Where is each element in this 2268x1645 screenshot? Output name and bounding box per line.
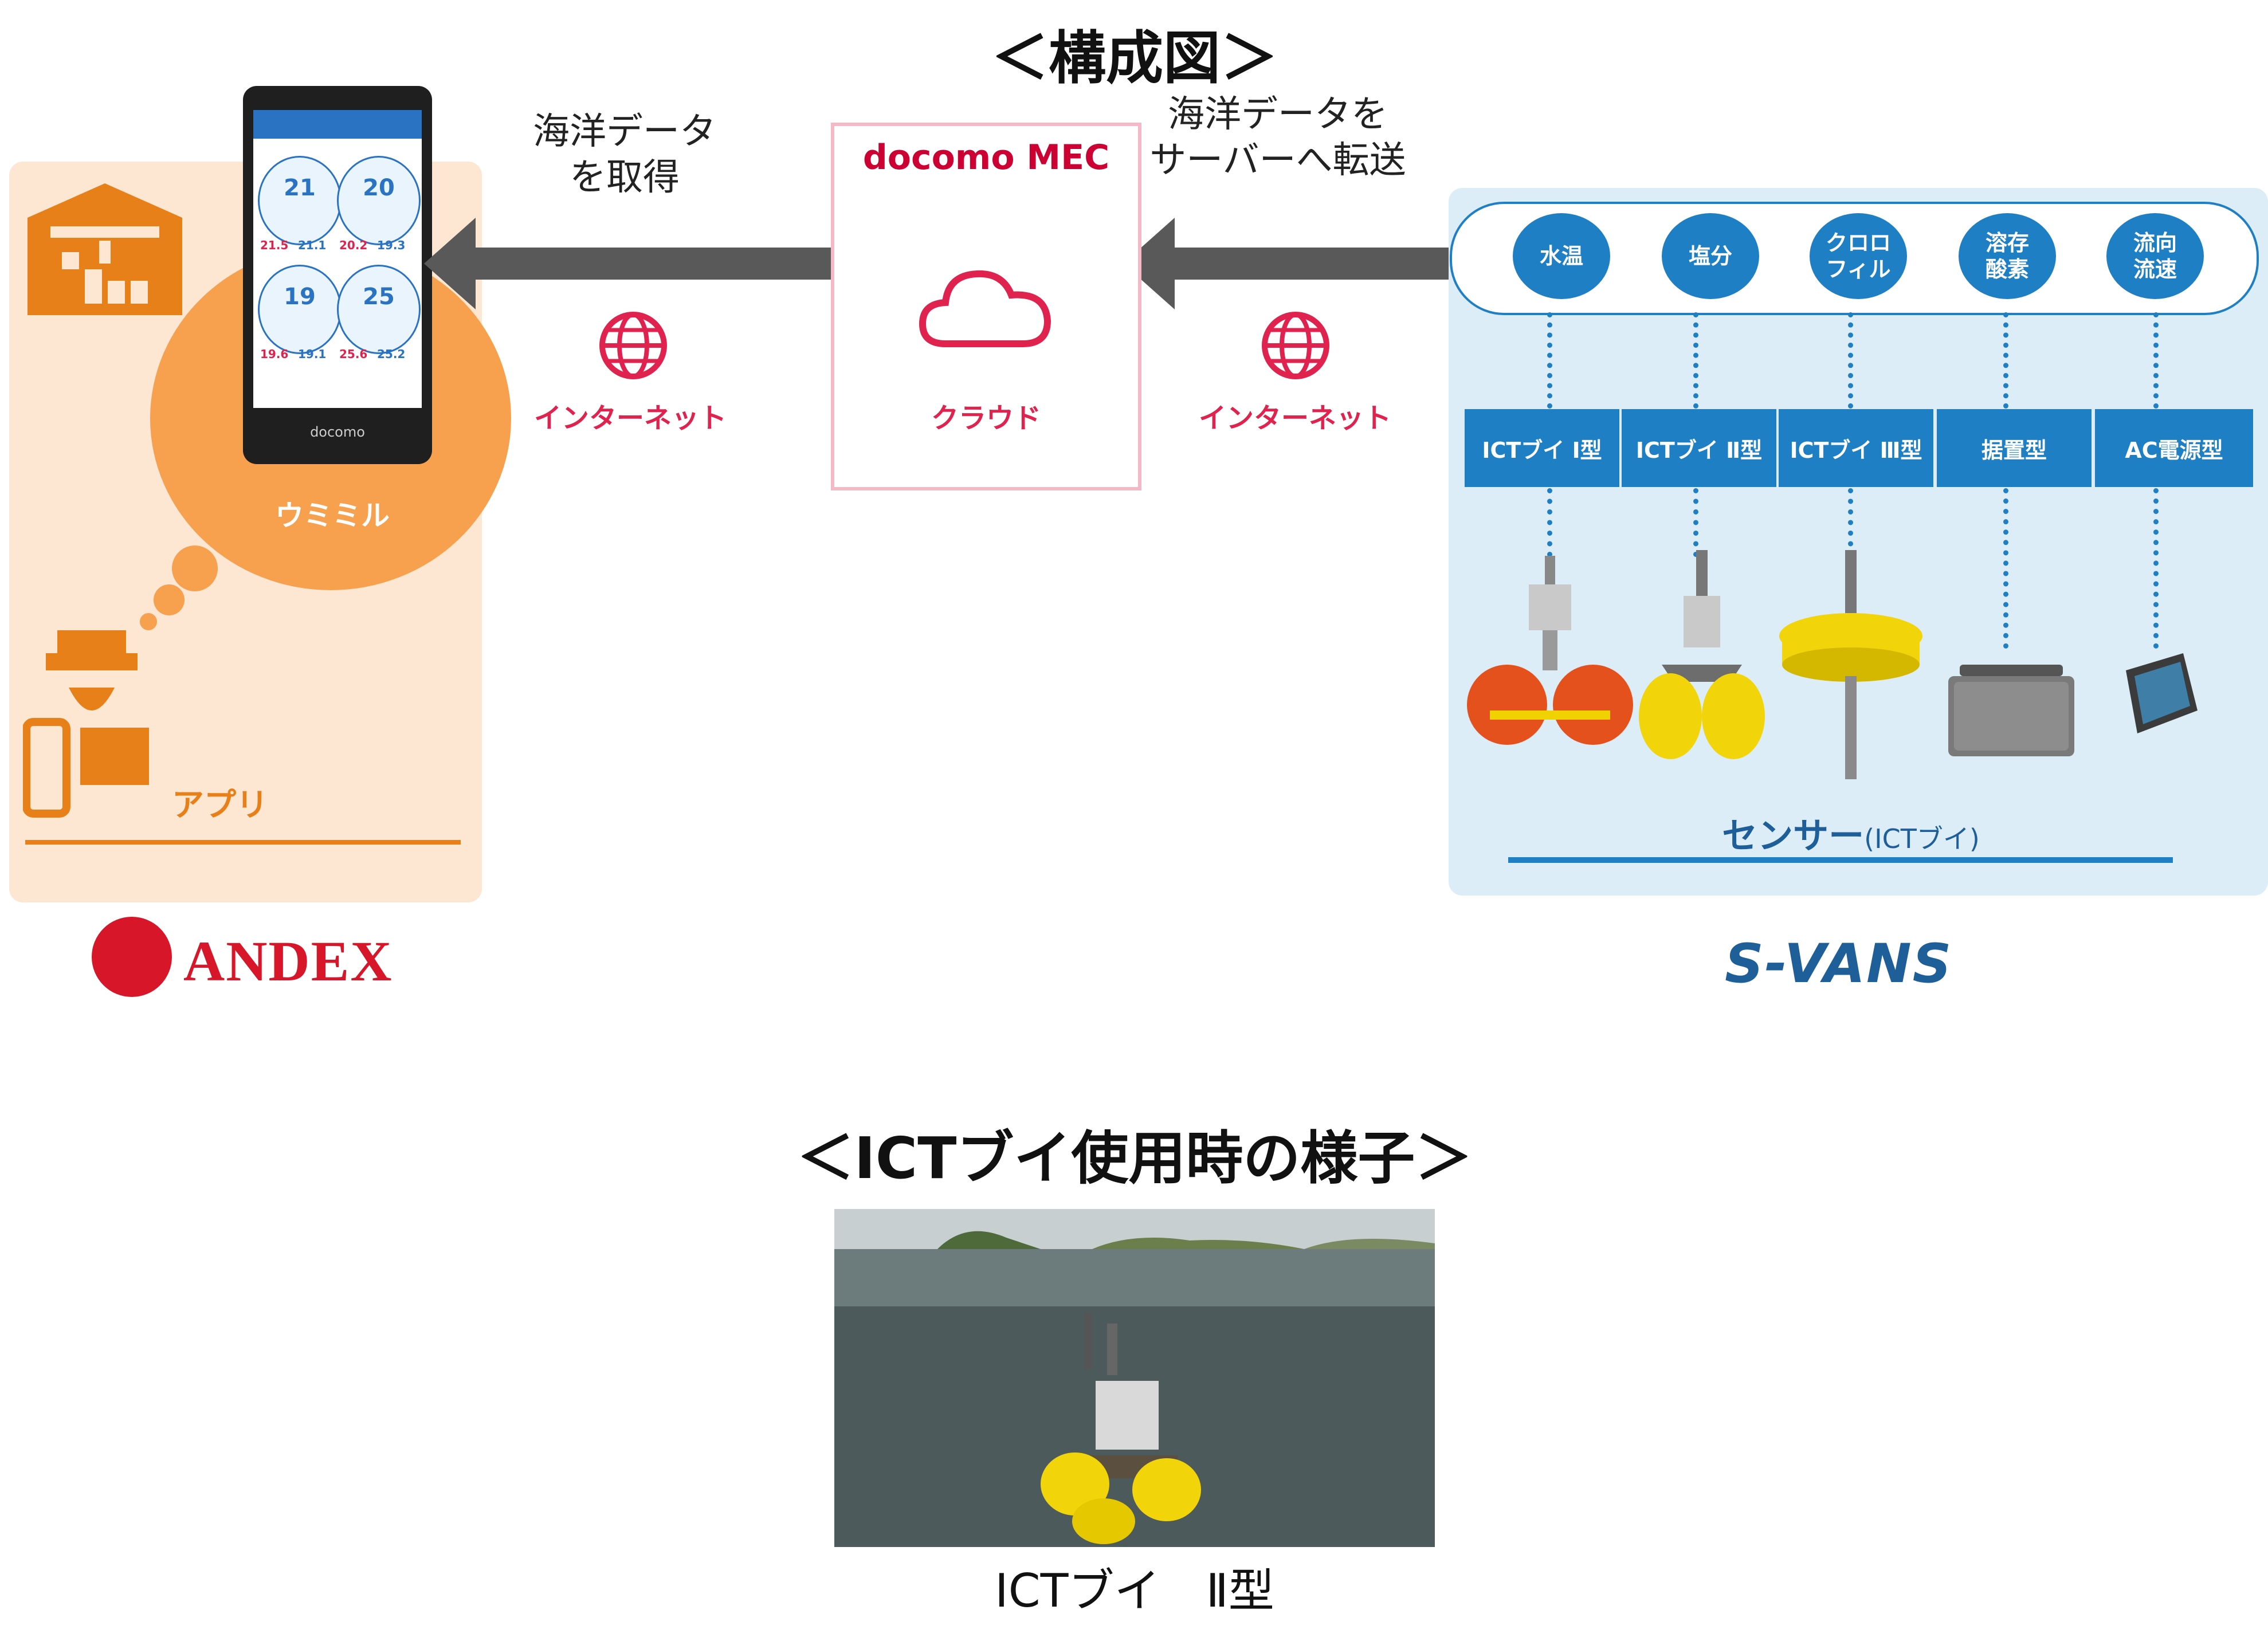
thought-dot-small (140, 613, 157, 630)
connector-2-top (1693, 312, 1698, 409)
buoy-type3-image (1779, 550, 1922, 779)
stationary-case-image (1948, 665, 2074, 756)
factory-icon (28, 183, 182, 315)
sensor-underline (1508, 857, 2173, 863)
docomo-mec-logo: docomo MEC (862, 138, 1110, 178)
thought-dot-medium (154, 584, 185, 615)
buoy-type2-image (1639, 550, 1765, 759)
reading-card-1: 21 (258, 156, 342, 245)
phone-brand: docomo (310, 424, 365, 440)
phone-screen: 21 20 21.5 21.1 20.2 19.3 19 25 19.6 19.… (253, 110, 422, 408)
transfer-label-line2: サーバーへ転送 (1149, 139, 1406, 182)
connector-4-top (2003, 312, 2008, 409)
type-ict-buoy-3: ICTブイ Ⅲ型 (1779, 409, 1933, 487)
measurement-dissolved-oxygen: 溶存 酸素 (1959, 213, 2056, 299)
smartphone: 21 20 21.5 21.1 20.2 19.3 19 25 19.6 19.… (243, 86, 432, 464)
andex-logo-text: ANDEX (183, 929, 393, 993)
measurement-current: 流向 流速 (2106, 213, 2204, 299)
usage-title: ＜ICTブイ使用時の様子＞ (796, 1125, 1473, 1192)
reading-lo-3: 19.1 (298, 347, 327, 361)
reading-value-4: 25 (363, 284, 395, 310)
measurement-salinity: 塩分 (1662, 213, 1759, 299)
measurement-chlorophyll: クロロ フィル (1810, 213, 1907, 299)
acquire-label-line1: 海洋データ (533, 111, 716, 153)
arrow-to-app (424, 218, 837, 309)
thought-dot-large (172, 545, 218, 591)
sensor-label: センサー(ICTブイ) (1713, 807, 1988, 858)
connector-5-top (2153, 312, 2159, 409)
connector-3-bottom (1848, 488, 1853, 557)
reading-value-1: 21 (284, 175, 316, 201)
connector-5-bottom (2153, 488, 2159, 649)
reading-hi-2: 20.2 (339, 238, 368, 252)
phone-status-bar (253, 110, 422, 139)
internet-label-right: インターネット (1198, 402, 1391, 434)
sensor-label-main: センサー (1722, 815, 1865, 857)
svans-logo: S-VANS (1725, 933, 1953, 995)
type-ac-power: AC電源型 (2095, 409, 2253, 487)
globe-icon-right (1262, 312, 1329, 379)
andex-logo-mark (92, 917, 172, 997)
buoy-usage-photo (834, 1209, 1435, 1547)
measurement-water-temp: 水温 (1513, 213, 1610, 299)
ac-power-device-image (2126, 653, 2198, 733)
app-name-label: ウミミル (275, 499, 390, 532)
diagram-title: ＜構成図＞ (991, 25, 1278, 92)
connector-1-bottom (1547, 488, 1552, 557)
connector-3-top (1848, 312, 1853, 409)
reading-hi-1: 21.5 (260, 238, 289, 252)
reading-value-3: 19 (284, 284, 316, 310)
connector-2-bottom (1693, 488, 1698, 557)
sensor-label-sub: (ICTブイ) (1864, 823, 1980, 854)
connector-4-bottom (2003, 488, 2008, 649)
cloud-label: クラウド (931, 402, 1041, 434)
type-ict-buoy-1: ICTブイ Ⅰ型 (1465, 409, 1619, 487)
globe-icon-left (599, 312, 667, 379)
reading-lo-4: 25.2 (377, 347, 406, 361)
app-underline (25, 840, 461, 845)
fisherman-icon (23, 630, 149, 818)
reading-hi-4: 25.6 (339, 347, 368, 361)
app-label: アプリ (172, 787, 268, 824)
reading-card-2: 20 (337, 156, 421, 245)
arrow-to-cloud (1123, 218, 1455, 309)
type-ict-buoy-2: ICTブイ Ⅱ型 (1622, 409, 1776, 487)
reading-value-2: 20 (363, 175, 395, 201)
photo-caption: ICTブイ Ⅱ型 (995, 1564, 1274, 1617)
reading-hi-3: 19.6 (260, 347, 289, 361)
reading-lo-1: 21.1 (298, 238, 327, 252)
transfer-label-line1: 海洋データを (1168, 93, 1388, 136)
type-stationary: 据置型 (1937, 409, 2092, 487)
reading-lo-2: 19.3 (377, 238, 406, 252)
buoy-type1-image (1467, 556, 1633, 745)
cloud-icon (919, 270, 1051, 347)
reading-card-4: 25 (337, 265, 421, 354)
connector-1-top (1547, 312, 1552, 409)
internet-label-left: インターネット (533, 402, 727, 434)
reading-card-3: 19 (258, 265, 342, 354)
acquire-label-line2: を取得 (570, 156, 680, 199)
cloud-box (831, 123, 1141, 490)
